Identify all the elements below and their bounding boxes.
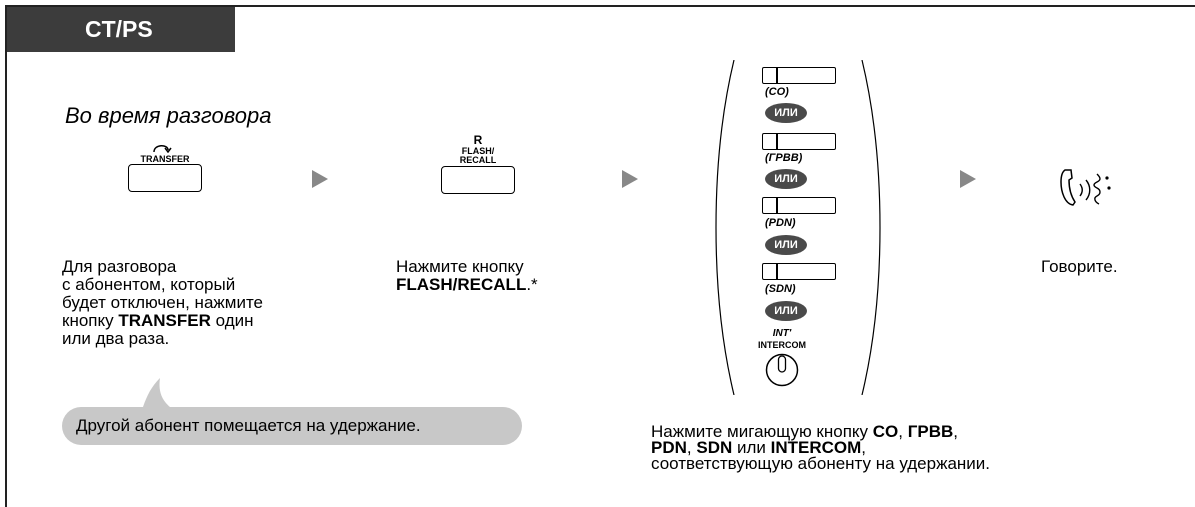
step3-text-part: или <box>732 438 771 457</box>
step-arrow-icon <box>622 170 638 188</box>
step2-text: Нажмите кнопку FLASH/RECALL.* <box>396 258 538 294</box>
flash-recall-key-label-1: FLASH/ <box>461 146 495 156</box>
bubble-tail <box>142 378 174 410</box>
step1-text-line: будет отключен, нажмите <box>62 293 264 312</box>
step3-text-part: Нажмите мигающую кнопку <box>651 422 873 441</box>
flash-recall-keyword: FLASH/RECALL <box>396 275 527 294</box>
step1-text-line: или два раза. <box>62 329 170 348</box>
step2-text-line: FLASH/RECALL.* <box>396 276 538 294</box>
step3-text-part: , <box>953 422 958 441</box>
grvv-key-label: (ГРВВ) <box>765 152 803 164</box>
step1-text-part: кнопку <box>62 311 119 330</box>
step-arrow-icon <box>960 170 976 188</box>
step3-keyword: SDN <box>696 438 733 457</box>
sdn-key-icon <box>762 263 836 280</box>
step3-text-line: Нажмите мигающую кнопку CO, ГРВВ, <box>651 422 990 441</box>
step3-keyword: PDN <box>651 438 687 457</box>
transfer-keyword: TRANSFER <box>118 311 211 330</box>
step3-text: Нажмите мигающую кнопку CO, ГРВВ, PDN, S… <box>651 422 991 473</box>
frame-top-border <box>5 5 1195 7</box>
step3-text-part: , <box>686 438 697 457</box>
intercom-dial-icon <box>765 353 799 387</box>
step1-text-part: один <box>210 311 254 330</box>
choice-parentheses <box>715 60 881 395</box>
step4-text: Говорите. <box>1041 257 1118 276</box>
transfer-key-label: TRANSFER <box>140 154 190 164</box>
co-key-label: (CO) <box>765 86 789 98</box>
step-arrow-icon <box>312 170 328 188</box>
pdn-key-label: (PDN) <box>765 217 796 229</box>
grvv-key-icon <box>762 133 836 150</box>
step3-text-part: , <box>861 438 867 457</box>
frame-left-border <box>5 5 7 507</box>
step3-keyword: ГРВВ <box>907 422 954 441</box>
step1-text-line: Для разговора <box>62 257 177 276</box>
step3-text-line: PDN, SDN или INTERCOM, <box>651 438 990 457</box>
pdn-key-icon <box>762 197 836 214</box>
step2-text-part: .* <box>526 275 538 294</box>
flash-recall-key-label-2: RECALL <box>459 155 497 165</box>
subtitle: Во время разговора <box>65 103 272 128</box>
r-label: R <box>473 133 483 147</box>
step3-text-line: соответствующую абоненту на удержании. <box>651 454 991 473</box>
or-badge: ИЛИ <box>765 103 807 123</box>
flash-recall-key-icon <box>441 166 515 194</box>
or-badge: ИЛИ <box>765 235 807 255</box>
mode-tag: CT/PS <box>7 7 235 52</box>
step3-keyword: INTERCOM <box>770 438 862 457</box>
or-badge: ИЛИ <box>765 169 807 189</box>
intercom-label: INTERCOM <box>758 340 806 350</box>
transfer-arrow-icon <box>153 145 172 153</box>
talk-handset-icon <box>1060 169 1111 206</box>
step1-text-line: с абонентом, который <box>62 275 236 294</box>
step1-text-line: кнопку TRANSFER один <box>62 312 263 330</box>
or-badge: ИЛИ <box>765 301 807 321</box>
step2-text-line: Нажмите кнопку <box>396 257 524 276</box>
int-label: INT' <box>772 328 792 339</box>
step3-keyword: CO <box>872 422 899 441</box>
step1-text: Для разговора с абонентом, который будет… <box>62 258 263 348</box>
co-key-icon <box>762 67 836 84</box>
step3-text-part: , <box>898 422 908 441</box>
sdn-key-label: (SDN) <box>765 283 796 295</box>
transfer-key-icon <box>128 164 202 192</box>
hold-note-bubble: Другой абонент помещается на удержание. <box>62 407 522 445</box>
